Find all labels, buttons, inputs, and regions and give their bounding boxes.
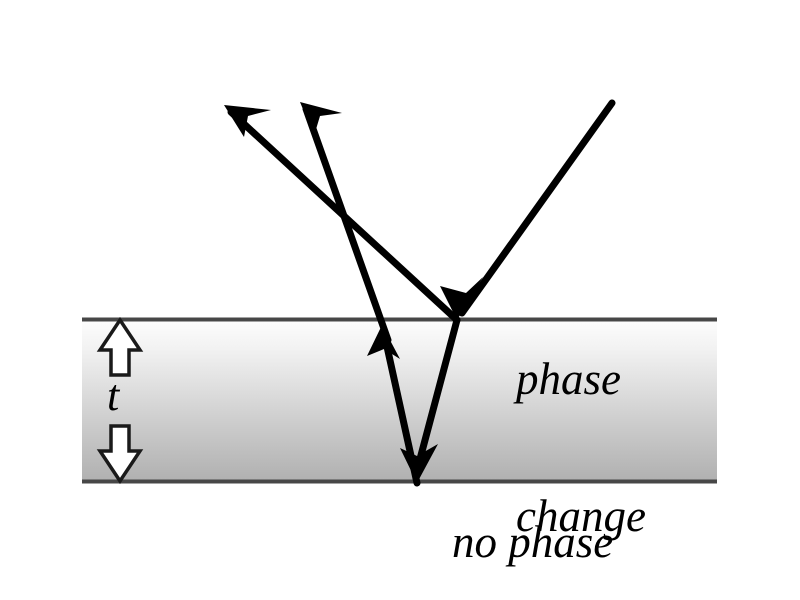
incident-ray [440,99,616,320]
phase-change-line-1: phase [516,353,621,404]
phase-change-label: phase change [516,265,646,600]
no-phase-change-line-1: no phase [452,516,614,567]
emergent-ray [300,102,392,344]
thickness-arrow-down [96,424,144,485]
internally-reflected-ray [367,325,421,487]
phase-change-line-2: change [516,491,646,542]
no-phase-change-label: no phase change [452,428,613,600]
thickness-label: t [107,371,120,420]
thickness-arrow-up [96,316,144,377]
